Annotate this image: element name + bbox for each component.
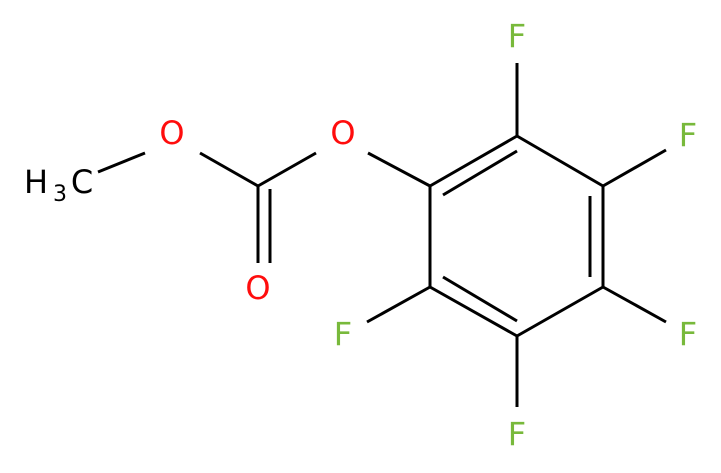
methyl-h-label: H <box>24 163 48 201</box>
bond-ring-c4-c5 <box>516 285 604 338</box>
methyl-c-label: C <box>71 163 93 201</box>
bonds <box>97 63 667 407</box>
bond-ring-c1-c2-inner <box>442 149 518 197</box>
aryl-oxygen-label: O <box>330 114 355 152</box>
bond-aryl-oxygen-ring <box>367 151 431 188</box>
left-fluorine-label: F <box>334 315 352 353</box>
bond-ring-c5-c6-inner <box>442 275 518 323</box>
lower-right-fluorine-label: F <box>679 315 697 353</box>
methyl-subscript-label: 3 <box>53 182 67 207</box>
bond-ester-oxygen-carbonyl-carbon <box>199 151 259 188</box>
bottom-fluorine-label: F <box>508 415 526 453</box>
bond-carbonyl-carbon-aryl-oxygen <box>257 151 317 188</box>
bond-left-fluorine <box>366 285 431 324</box>
bond-ring-c1-c2 <box>429 134 518 188</box>
upper-right-fluorine-label: F <box>679 116 697 154</box>
bond-ring-c5-c6 <box>429 285 518 338</box>
top-fluorine-label: F <box>508 17 526 55</box>
carbonyl-oxygen-label: O <box>245 269 270 307</box>
bond-upper-right-fluorine <box>602 148 667 188</box>
bond-ring-c2-c3 <box>516 134 604 188</box>
ester-oxygen-label: O <box>159 114 184 152</box>
bond-methyl-ester-oxygen <box>97 151 146 174</box>
bond-lower-right-fluorine <box>602 285 667 324</box>
atom-labels: H 3 C O O O F F F F F <box>24 17 697 453</box>
